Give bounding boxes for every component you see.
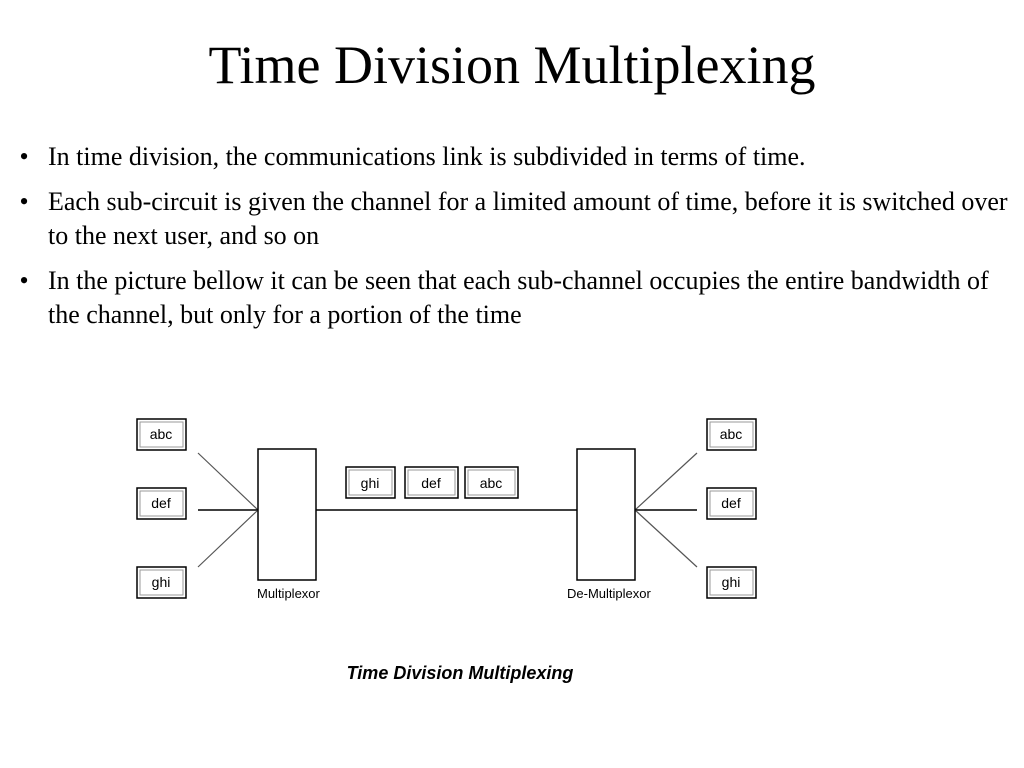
bullet-dot: • [19, 266, 29, 295]
bullet-text: Each sub-circuit is given the channel fo… [48, 187, 1008, 250]
bullet-item: • In time division, the communications l… [12, 140, 1017, 174]
frame-label-def: def [421, 475, 441, 491]
input-label-abc: abc [150, 426, 173, 442]
bullet-dot: • [19, 187, 29, 216]
bullet-list: • In time division, the communications l… [12, 140, 1017, 343]
frame-label-abc: abc [480, 475, 503, 491]
output-label-abc: abc [720, 426, 743, 442]
bullet-dot: • [19, 142, 29, 171]
slide-title: Time Division Multiplexing [208, 35, 816, 95]
output-label-ghi: ghi [722, 574, 741, 590]
multiplexor-label: Multiplexor [257, 586, 321, 601]
input-box-ghi: ghi [136, 566, 187, 599]
output-label-def: def [721, 495, 741, 511]
multiplexor: Multiplexor [257, 448, 321, 601]
output-box-def: def [706, 487, 757, 520]
output-line-abc [634, 452, 698, 511]
input-box-abc: abc [136, 418, 187, 451]
bullet-item: • Each sub-circuit is given the channel … [12, 185, 1017, 253]
frame-slot-def: def [404, 466, 459, 499]
input-line-ghi [197, 509, 259, 568]
output-box-abc: abc [706, 418, 757, 451]
bullet-text: In time division, the communications lin… [48, 142, 806, 171]
input-box-def: def [136, 487, 187, 520]
diagram-caption: Time Division Multiplexing [347, 663, 574, 683]
input-line-abc [197, 452, 259, 511]
frame-slot-ghi: ghi [345, 466, 396, 499]
bullet-text: In the picture bellow it can be seen tha… [48, 266, 989, 329]
output-line-ghi [634, 509, 698, 568]
frame-label-ghi: ghi [361, 475, 380, 491]
input-label-ghi: ghi [152, 574, 171, 590]
frame-slot-abc: abc [464, 466, 519, 499]
bullet-item: • In the picture bellow it can be seen t… [12, 264, 1017, 332]
output-box-ghi: ghi [706, 566, 757, 599]
demultiplexor: De-Multiplexor [567, 448, 651, 601]
input-label-def: def [151, 495, 171, 511]
demultiplexor-label: De-Multiplexor [567, 586, 651, 601]
